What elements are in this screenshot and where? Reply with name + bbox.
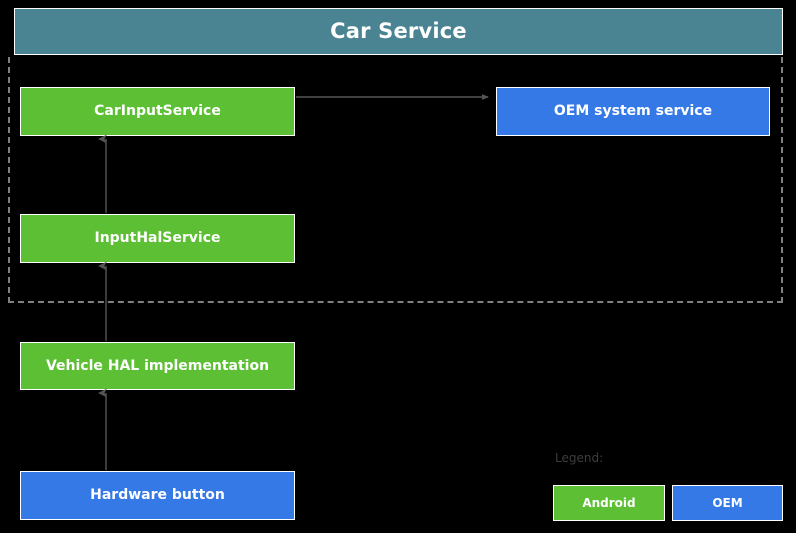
node-car-input-service[interactable]: CarInputService — [20, 87, 295, 136]
legend-item-label: Android — [582, 496, 636, 510]
legend-title: Legend: — [555, 451, 604, 465]
node-label: InputHalService — [94, 230, 221, 247]
car-service-header-banner: Car Service — [14, 8, 783, 55]
node-vehicle-hal-implementation[interactable]: Vehicle HAL implementation — [20, 342, 295, 390]
car-service-scope-boundary — [8, 57, 783, 303]
page-title: Car Service — [330, 19, 467, 43]
node-label: CarInputService — [94, 103, 221, 120]
legend-item-oem[interactable]: OEM — [672, 485, 783, 521]
node-label: Hardware button — [90, 487, 225, 504]
legend-item-label: OEM — [712, 496, 743, 510]
legend-item-android[interactable]: Android — [553, 485, 665, 521]
node-label: OEM system service — [553, 103, 713, 120]
node-label: Vehicle HAL implementation — [45, 357, 270, 374]
legend-swatch-list: Android OEM — [553, 485, 783, 521]
node-oem-system-service[interactable]: OEM system service — [496, 87, 770, 136]
legend: Legend: Android OEM — [553, 452, 783, 522]
node-hardware-button[interactable]: Hardware button — [20, 471, 295, 520]
node-input-hal-service[interactable]: InputHalService — [20, 214, 295, 263]
